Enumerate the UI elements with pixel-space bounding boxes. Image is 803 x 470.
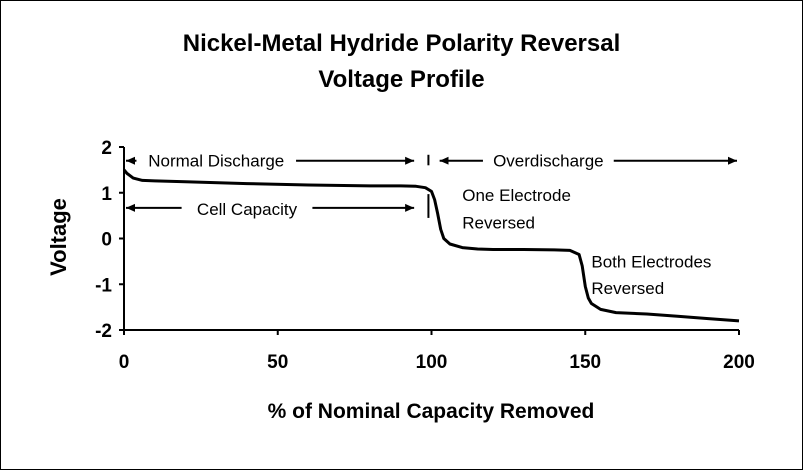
x-tick-label: 50 [267,352,288,373]
axes [123,147,739,331]
x-tick-label: 0 [119,352,130,373]
y-axis-label: Voltage [46,198,71,276]
series-group [122,168,740,323]
x-tick-label: 100 [416,352,448,373]
annotation-both2: Reversed [591,279,664,298]
y-tick-label: 2 [101,138,112,159]
annotation-one1: One Electrode [462,186,571,205]
annotation-both1: Both Electrodes [591,252,711,271]
annotation-overdischarge: Overdischarge [493,152,604,171]
voltage-series-line [122,168,740,323]
x-axis-label: % of Nominal Capacity Removed [268,400,595,423]
y-tick-label: -2 [95,321,112,342]
chart-title-line-1: Nickel-Metal Hydride Polarity Reversal [182,30,621,57]
y-tick-label: 0 [101,230,112,251]
y-tick-label: -1 [95,275,112,296]
annotation-cellcap: Cell Capacity [197,200,298,219]
x-tick-label: 200 [723,352,755,373]
annotation-normal: Normal Discharge [148,152,284,171]
chart-title-line-2: Voltage Profile [318,66,485,93]
annotation-one2: Reversed [462,213,535,232]
x-tick-label: 150 [569,352,601,373]
annotation-arrows [126,154,737,218]
y-tick-label: 1 [101,184,112,205]
ticks: 2 1 0 -1 -2 0 50 100 150 200 [95,138,755,373]
